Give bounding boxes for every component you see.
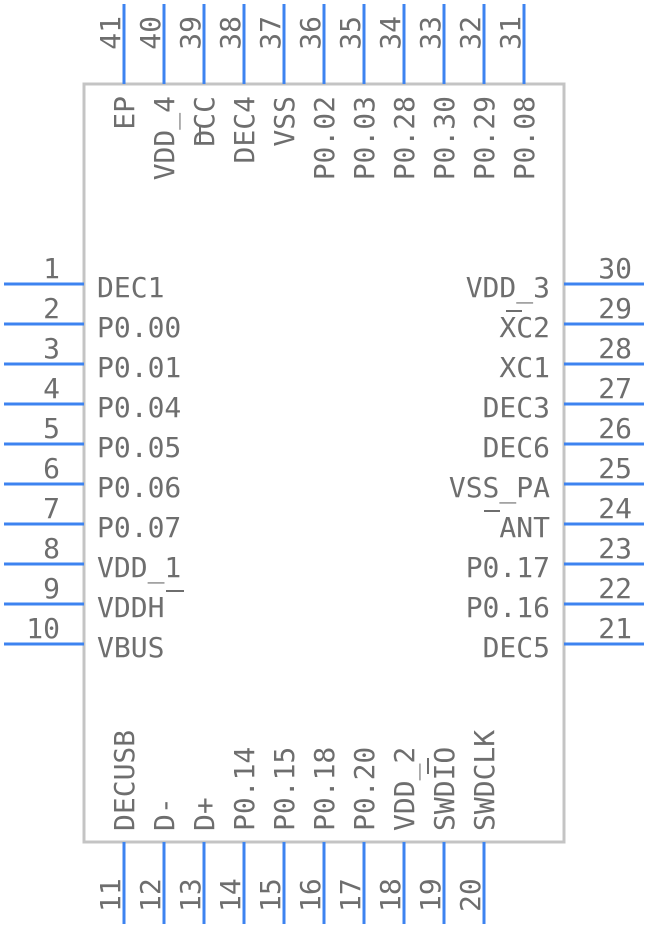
pin-name-35: P0.03 <box>348 96 381 180</box>
pin-name-5: P0.05 <box>97 431 181 464</box>
pin-name-12: D- <box>148 797 181 831</box>
pin-number-36: 36 <box>294 16 327 50</box>
pin-number-39: 39 <box>174 16 207 50</box>
pin-name-8: VDD_1 <box>97 551 181 585</box>
pin-number-18: 18 <box>374 878 407 912</box>
pin-name-9: VDDH <box>97 591 164 624</box>
pin-number-17: 17 <box>334 878 367 912</box>
pin-name-29: XC2 <box>499 311 550 344</box>
pin-number-16: 16 <box>294 878 327 912</box>
pin-number-25: 25 <box>598 452 632 485</box>
pin-name-16: P0.18 <box>308 747 341 831</box>
pin-name-14: P0.14 <box>228 747 261 831</box>
pin-name-41: EP <box>108 96 141 130</box>
pin-name-1: DEC1 <box>97 271 164 304</box>
pin-number-15: 15 <box>254 878 287 912</box>
pin-number-28: 28 <box>598 332 632 365</box>
pin-number-10: 10 <box>26 612 60 645</box>
pin-number-7: 7 <box>43 492 60 525</box>
pin-number-2: 2 <box>43 292 60 325</box>
ic-body <box>82 82 566 844</box>
pin-name-11: DECUSB <box>108 730 141 831</box>
pin-number-30: 30 <box>598 252 632 285</box>
pin-number-3: 3 <box>43 332 60 365</box>
pin-number-32: 32 <box>454 16 487 50</box>
pin-name-32: P0.29 <box>468 96 501 180</box>
pin-name-10: VBUS <box>97 631 164 664</box>
pin-name-27: DEC3 <box>483 391 550 424</box>
pin-number-38: 38 <box>214 16 247 50</box>
pin-number-6: 6 <box>43 452 60 485</box>
pin-name-31: P0.08 <box>508 96 541 180</box>
pin-name-36: P0.02 <box>308 96 341 180</box>
pin-name-15: P0.15 <box>268 747 301 831</box>
pin-name-24: ANT <box>499 511 550 544</box>
pin-number-1: 1 <box>43 252 60 285</box>
pin-number-8: 8 <box>43 532 60 565</box>
pin-number-34: 34 <box>374 16 407 50</box>
pin-name-20: SWDCLK <box>468 730 501 831</box>
pin-number-5: 5 <box>43 412 60 445</box>
pin-name-13: D+ <box>188 797 221 831</box>
pin-name-18: VDD_2 <box>388 747 422 831</box>
pin-number-24: 24 <box>598 492 632 525</box>
pin-number-11: 11 <box>94 878 127 912</box>
pin-number-4: 4 <box>43 372 60 405</box>
pin-number-20: 20 <box>454 878 487 912</box>
pin-name-39: DCC <box>188 96 221 147</box>
pin-number-40: 40 <box>134 16 167 50</box>
pin-name-26: DEC6 <box>483 431 550 464</box>
pin-name-25: VSS_PA <box>449 471 550 505</box>
pin-name-30: VDD_3 <box>466 271 550 305</box>
pin-name-28: XC1 <box>499 351 550 384</box>
pin-name-6: P0.06 <box>97 471 181 504</box>
pin-name-33: P0.30 <box>428 96 461 180</box>
pin-name-23: P0.17 <box>466 551 550 584</box>
pin-name-3: P0.01 <box>97 351 181 384</box>
pin-number-33: 33 <box>414 16 447 50</box>
pin-number-12: 12 <box>134 878 167 912</box>
pin-name-40: VDD_4 <box>148 96 182 180</box>
pin-name-2: P0.00 <box>97 311 181 344</box>
pin-name-22: P0.16 <box>466 591 550 624</box>
pin-name-7: P0.07 <box>97 511 181 544</box>
pin-number-19: 19 <box>414 878 447 912</box>
pin-number-21: 21 <box>598 612 632 645</box>
pins-layer: 1DEC12P0.003P0.014P0.045P0.056P0.067P0.0… <box>4 4 644 924</box>
pin-name-21: DEC5 <box>483 631 550 664</box>
pin-number-37: 37 <box>254 16 287 50</box>
pin-name-34: P0.28 <box>388 96 421 180</box>
pin-number-9: 9 <box>43 572 60 605</box>
pin-name-17: P0.20 <box>348 747 381 831</box>
pin-number-41: 41 <box>94 16 127 50</box>
pin-number-13: 13 <box>174 878 207 912</box>
pin-number-31: 31 <box>494 16 527 50</box>
pin-name-4: P0.04 <box>97 391 181 424</box>
pin-number-26: 26 <box>598 412 632 445</box>
pin-number-27: 27 <box>598 372 632 405</box>
pin-name-38: DEC4 <box>228 96 261 163</box>
pin-number-29: 29 <box>598 292 632 325</box>
pin-number-35: 35 <box>334 16 367 50</box>
pin-name-37: VSS <box>268 96 301 147</box>
pin-number-22: 22 <box>598 572 632 605</box>
pin-name-19: SWDIO <box>428 747 461 831</box>
pin-number-23: 23 <box>598 532 632 565</box>
pin-number-14: 14 <box>214 878 247 912</box>
